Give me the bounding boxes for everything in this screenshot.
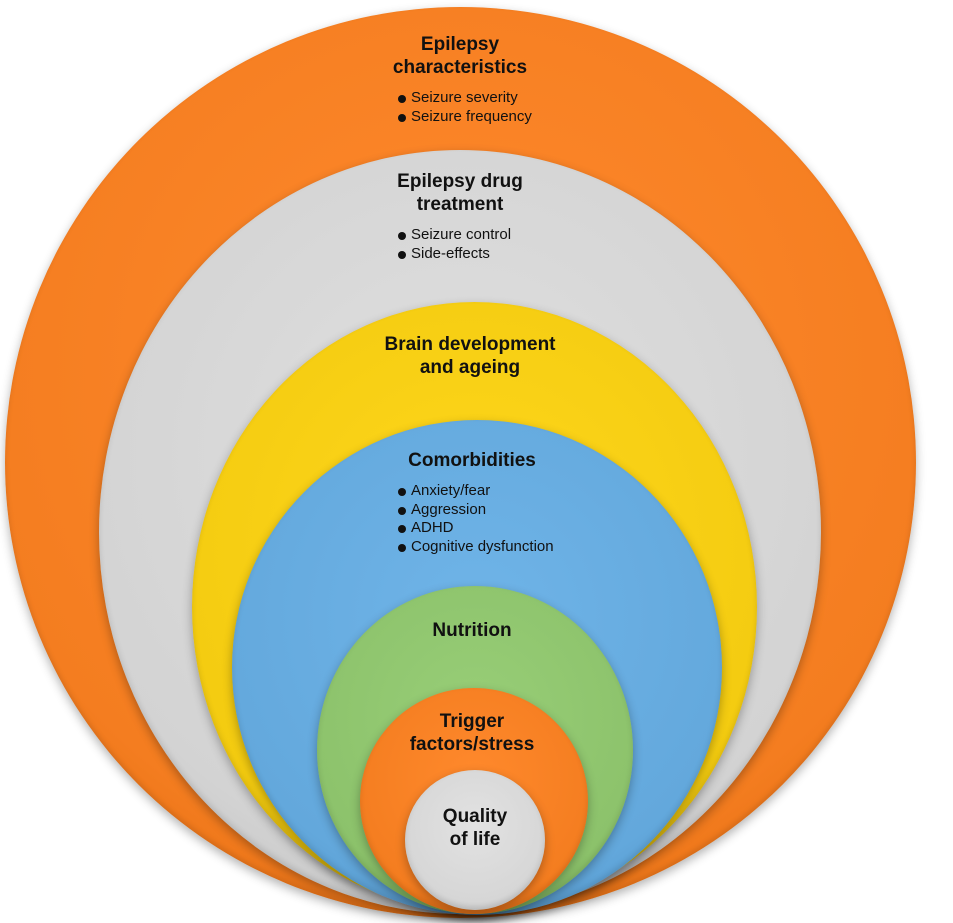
list-item: Aggression (398, 501, 554, 520)
list-item: Seizure severity (398, 89, 532, 108)
bullet-list-epilepsy-drug-treatment: Seizure control Side-effects (398, 226, 511, 263)
bullet-list-comorbidities: Anxiety/fear Aggression ADHD Cognitive d… (398, 482, 554, 556)
title-line: of life (449, 829, 501, 850)
title-line: Quality (442, 806, 508, 827)
bullet-icon (398, 95, 406, 103)
bullet-icon (398, 113, 406, 122)
ring-title-comorbidities: Comorbidities (372, 449, 572, 472)
list-item: ADHD (398, 519, 554, 538)
ring-title-nutrition: Nutrition (392, 619, 552, 642)
list-item: Anxiety/fear (398, 482, 554, 501)
title-line: Brain development (384, 334, 556, 355)
bullet-icon (398, 232, 406, 240)
ring-title-epilepsy-characteristics: Epilepsy characteristics (330, 33, 590, 79)
title-line: Comorbidities (408, 450, 536, 471)
ring-title-quality-of-life: Quality of life (412, 805, 538, 851)
bullet-icon (398, 250, 406, 259)
bullet-list-epilepsy-characteristics: Seizure severity Seizure frequency (398, 89, 532, 126)
ring-title-epilepsy-drug-treatment: Epilepsy drug treatment (340, 170, 580, 216)
ring-title-trigger-factors: Trigger factors/stress (382, 710, 562, 756)
title-line: characteristics (392, 57, 528, 78)
ring-title-brain-development: Brain development and ageing (330, 333, 610, 379)
title-line: Epilepsy drug (397, 171, 523, 192)
list-item: Cognitive dysfunction (398, 538, 554, 557)
list-item: Seizure frequency (398, 108, 532, 127)
ring-quality-of-life (405, 770, 545, 910)
bullet-icon (398, 525, 406, 533)
bullet-icon (398, 488, 406, 496)
list-item: Side-effects (398, 245, 511, 264)
bullet-icon (398, 506, 406, 515)
bullet-icon (398, 543, 406, 552)
title-line: treatment (416, 194, 504, 215)
title-line: Epilepsy (420, 34, 500, 55)
list-item: Seizure control (398, 226, 511, 245)
title-line: Trigger (439, 711, 505, 732)
title-line: factors/stress (409, 734, 535, 755)
title-line: Nutrition (432, 620, 512, 641)
title-line: and ageing (419, 357, 521, 378)
